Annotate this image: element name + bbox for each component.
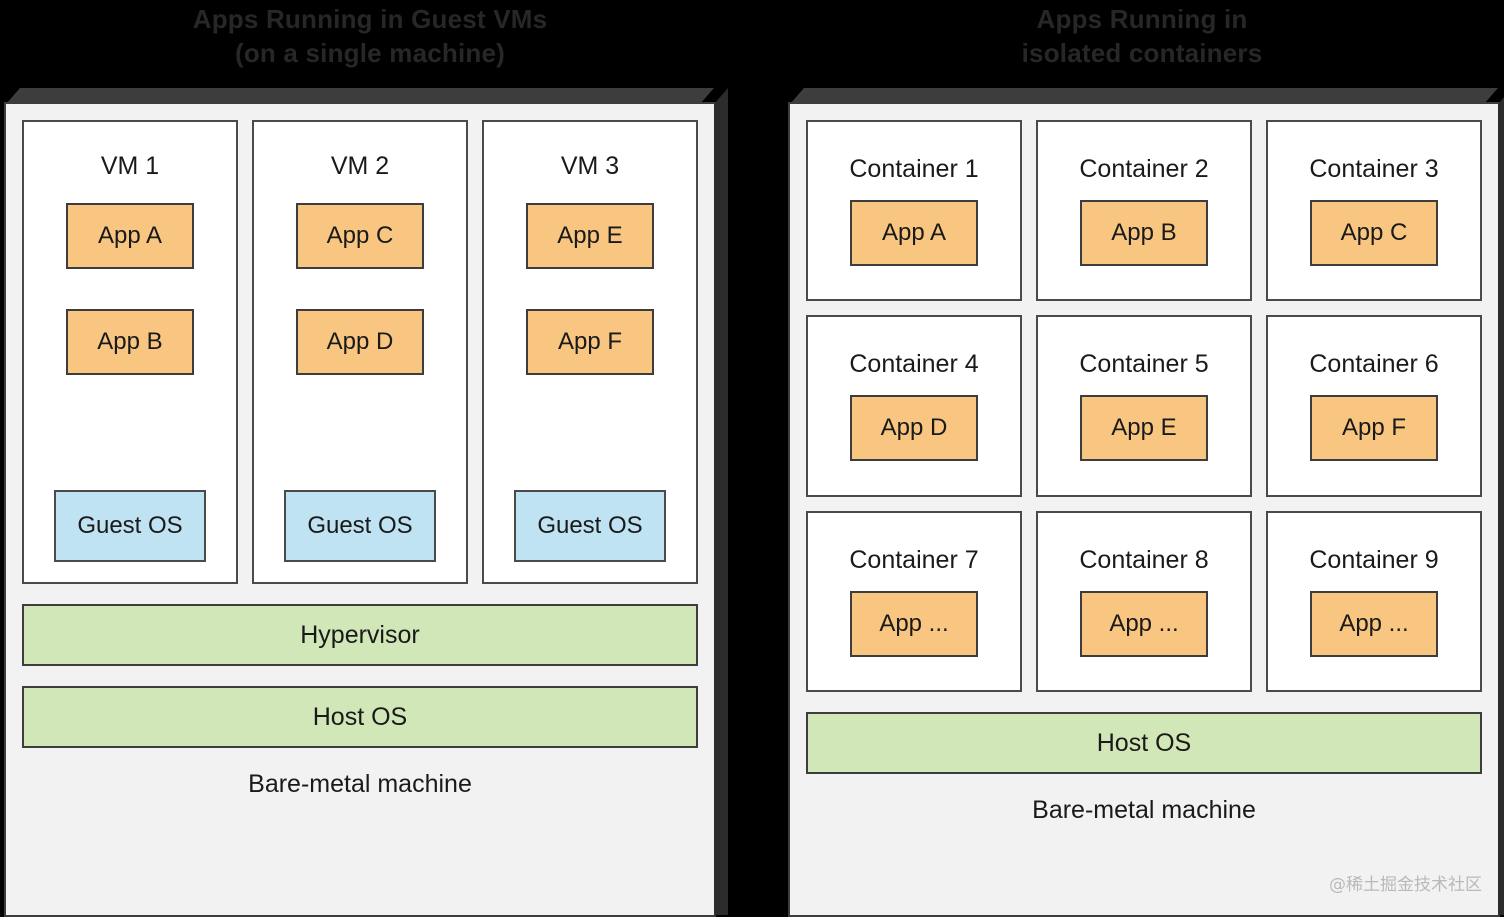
container-box[interactable]: Container 4 App D xyxy=(806,315,1022,497)
app-box[interactable]: App ... xyxy=(850,590,978,657)
container-label: Container 8 xyxy=(1079,545,1209,574)
app-box[interactable]: App B xyxy=(1080,200,1208,267)
guest-os-box[interactable]: Guest OS xyxy=(284,490,436,562)
container-grid: Container 1 App A Container 2 App B Cont… xyxy=(806,120,1482,692)
container-label: Container 3 xyxy=(1309,155,1439,184)
container-label: Container 4 xyxy=(849,350,979,379)
app-box[interactable]: App F xyxy=(526,309,654,375)
app-box[interactable]: App E xyxy=(1080,395,1208,462)
container-label: Container 5 xyxy=(1079,350,1209,379)
bare-metal-text: Bare-metal machine xyxy=(1032,795,1256,824)
container-box[interactable]: Container 9 App ... xyxy=(1266,510,1482,692)
container-diagram-title: Apps Running in isolated containers xyxy=(780,0,1504,71)
container-box[interactable]: Container 7 App ... xyxy=(806,510,1022,692)
container-box[interactable]: Container 8 App ... xyxy=(1036,510,1252,692)
container-box[interactable]: Container 1 App A xyxy=(806,120,1022,302)
vm-title-line-1: Apps Running in Guest VMs xyxy=(192,4,548,34)
host-os-bar[interactable]: Host OS xyxy=(806,712,1482,774)
container-box[interactable]: Container 5 App E xyxy=(1036,315,1252,497)
panel-side-bevel-right xyxy=(1498,88,1504,915)
host-os-bar[interactable]: Host OS xyxy=(22,686,698,748)
container-title-line-1: Apps Running in xyxy=(1036,4,1248,34)
container-label: Container 7 xyxy=(849,545,979,574)
spacer xyxy=(22,584,698,604)
vm-label: VM 3 xyxy=(560,152,620,180)
container-label: Container 9 xyxy=(1309,545,1439,574)
container-machine-panel: Container 1 App A Container 2 App B Cont… xyxy=(788,88,1504,917)
vm-title-line-2: (on a single machine) xyxy=(234,38,506,69)
app-box[interactable]: App A xyxy=(850,200,978,267)
container-box[interactable]: Container 6 App F xyxy=(1266,315,1482,497)
vm-box[interactable]: VM 2 App C App D Guest OS xyxy=(252,120,468,584)
app-box[interactable]: App D xyxy=(850,395,978,462)
app-box[interactable]: App E xyxy=(526,203,654,269)
hypervisor-bar[interactable]: Hypervisor xyxy=(22,604,698,666)
app-box[interactable]: App ... xyxy=(1310,590,1438,657)
container-title-line-2: isolated containers xyxy=(1021,38,1263,69)
watermark: @稀土掘金技术社区 xyxy=(1329,875,1482,895)
app-box[interactable]: App A xyxy=(66,203,194,269)
container-label: Container 1 xyxy=(849,155,979,184)
panel-lid-bevel-left xyxy=(6,88,714,104)
bare-metal-label: Bare-metal machine xyxy=(248,769,472,798)
bare-metal-label: Bare-metal machine xyxy=(806,774,1482,846)
panel-lid-bevel-right xyxy=(790,88,1498,104)
app-box[interactable]: App D xyxy=(296,309,424,375)
container-label: Container 2 xyxy=(1079,155,1209,184)
vm-machine-panel: VM 1 App A App B Guest OS VM 2 App C App… xyxy=(4,88,728,917)
container-box[interactable]: Container 3 App C xyxy=(1266,120,1482,302)
vm-row: VM 1 App A App B Guest OS VM 2 App C App… xyxy=(22,120,698,584)
vm-diagram-title: Apps Running in Guest VMs (on a single m… xyxy=(0,0,740,71)
guest-os-box[interactable]: Guest OS xyxy=(54,490,206,562)
vm-label: VM 1 xyxy=(100,152,160,180)
container-label: Container 6 xyxy=(1309,350,1439,379)
vm-label: VM 2 xyxy=(330,152,390,180)
app-box[interactable]: App ... xyxy=(1080,590,1208,657)
spacer xyxy=(806,692,1482,712)
app-box[interactable]: App C xyxy=(296,203,424,269)
vm-box[interactable]: VM 1 App A App B Guest OS xyxy=(22,120,238,584)
app-box[interactable]: App B xyxy=(66,309,194,375)
container-box[interactable]: Container 2 App B xyxy=(1036,120,1252,302)
app-box[interactable]: App F xyxy=(1310,395,1438,462)
app-box[interactable]: App C xyxy=(1310,200,1438,267)
spacer xyxy=(22,666,698,686)
guest-os-box[interactable]: Guest OS xyxy=(514,490,666,562)
vm-box[interactable]: VM 3 App E App F Guest OS xyxy=(482,120,698,584)
panel-side-bevel-left xyxy=(714,88,728,915)
